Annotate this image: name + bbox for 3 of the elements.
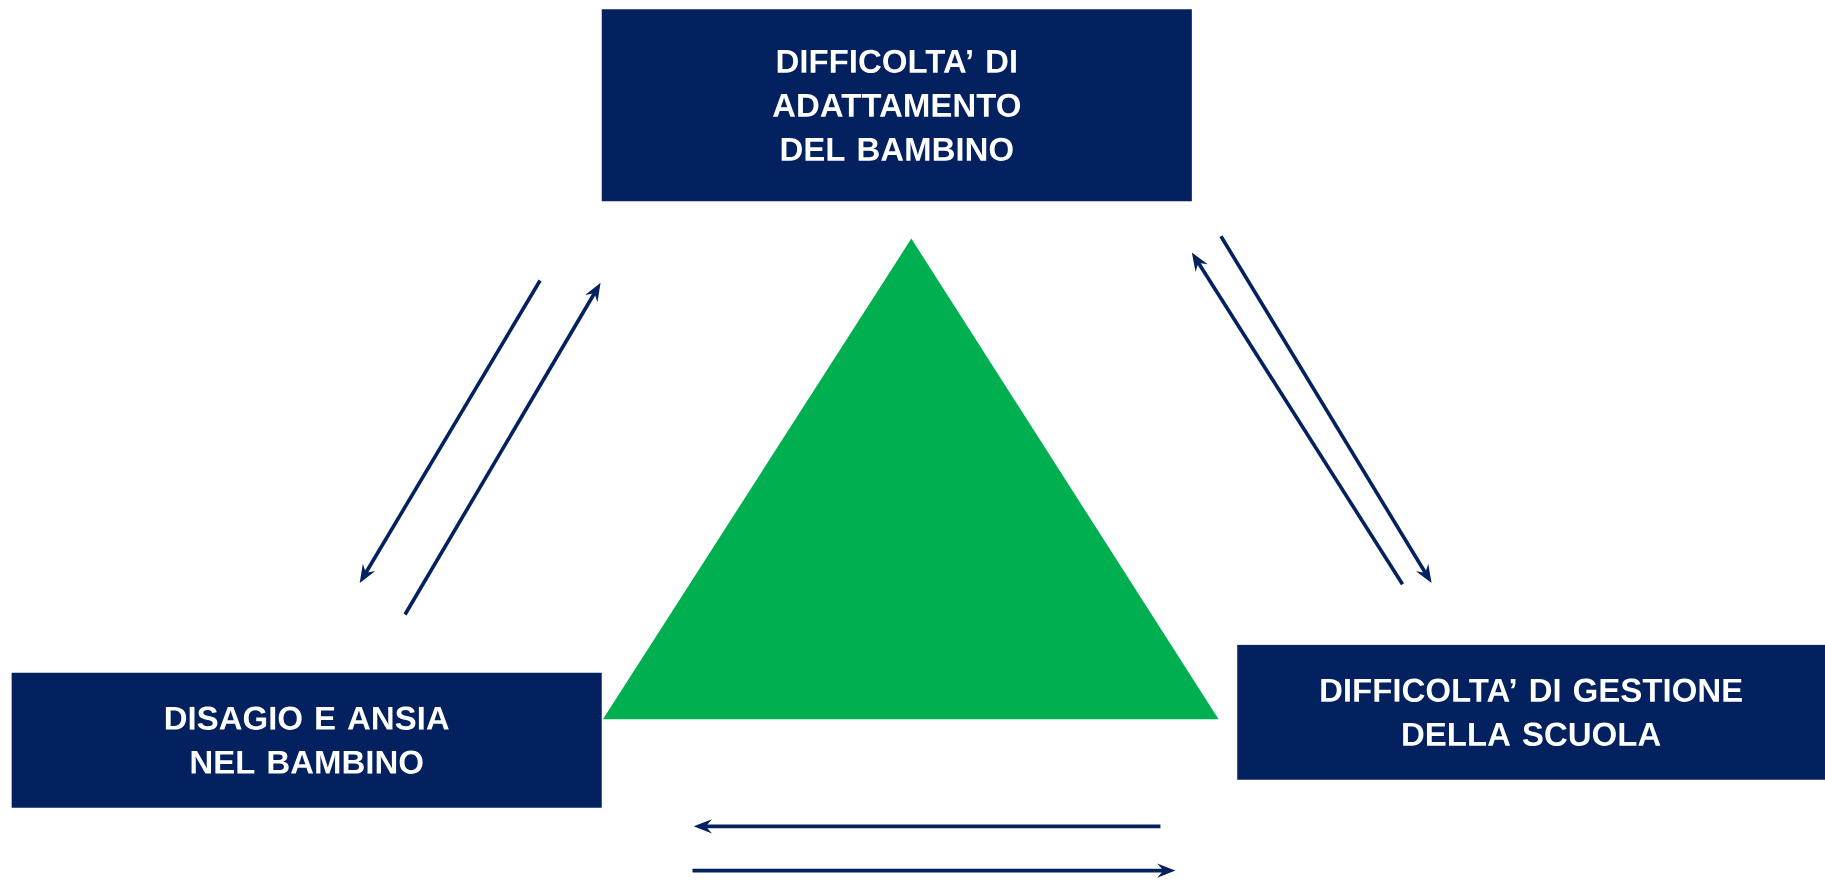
text-box: DIFFICOLTA’ DI ADATTAMENTO DEL BAMBINO xyxy=(601,9,1192,202)
text-box: DIFFICOLTA’ DI GESTIONE DELLA SCUOLA xyxy=(1237,644,1825,780)
text-box: DISAGIO E ANSIA NEL BAMBINO xyxy=(11,672,602,808)
